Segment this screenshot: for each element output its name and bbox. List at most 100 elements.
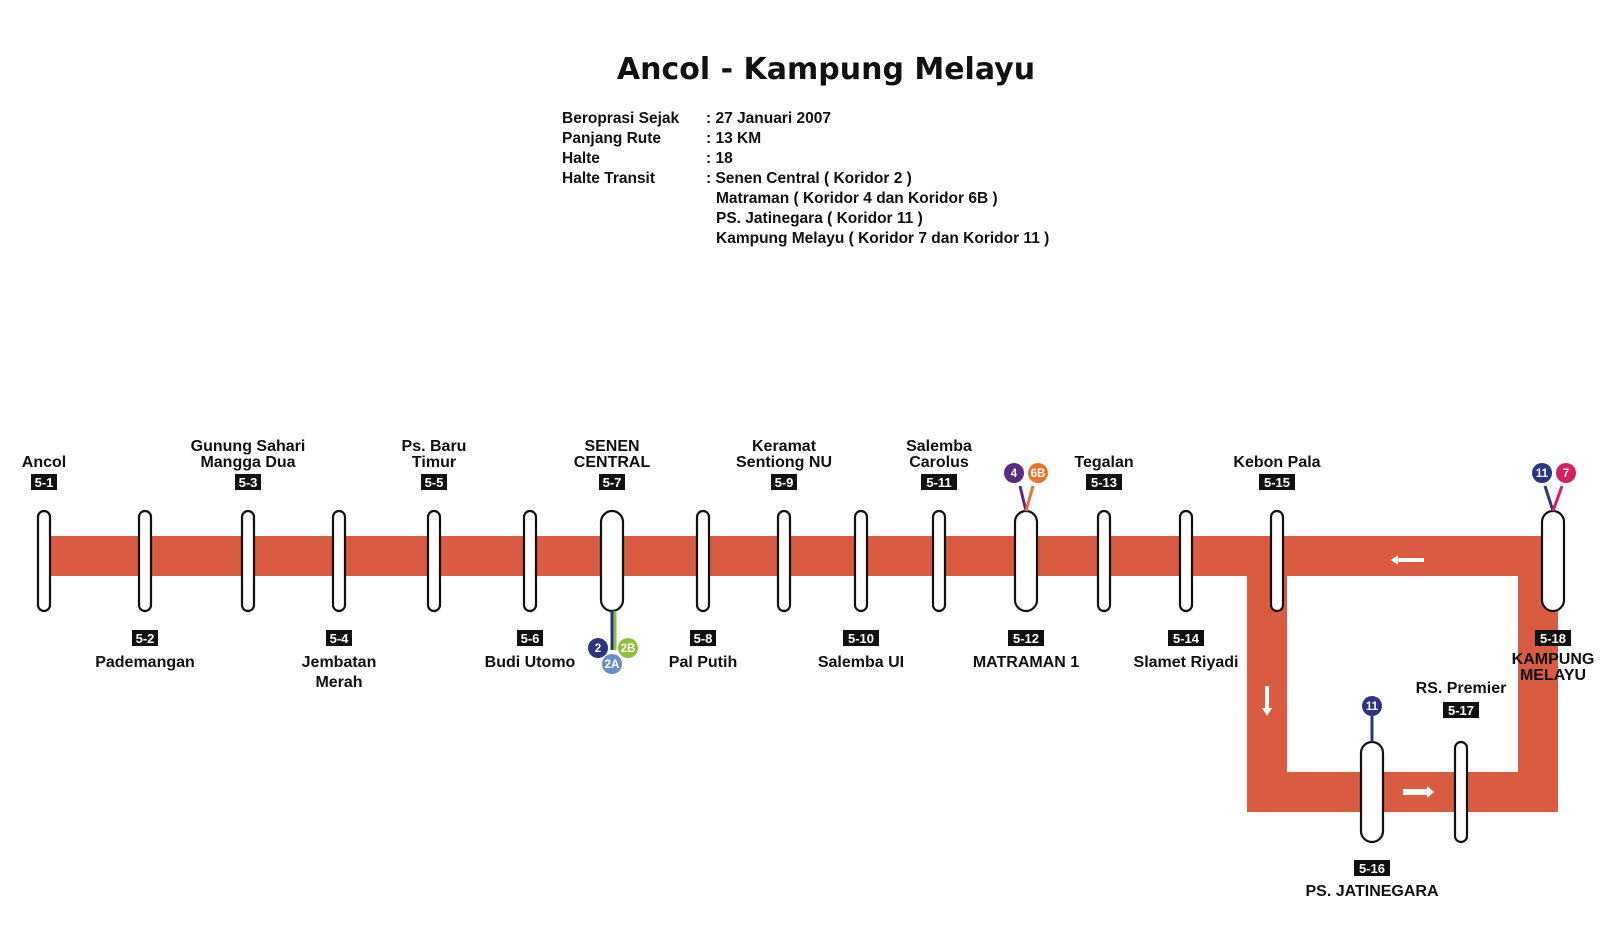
station-code: 5-6 [521,631,540,646]
route-bottom-loop-segment [1247,772,1558,812]
map-title: Ancol - Kampung Melayu [617,52,1035,87]
station-code: 5-15 [1264,475,1290,490]
station-code: 5-17 [1448,703,1474,718]
route-main-segment [44,536,1556,576]
station-marker[interactable] [240,509,256,613]
station-name: Pademangan [95,654,195,671]
transfer-badge-corridor-11: 11 [1532,463,1552,483]
station-marker[interactable] [1178,509,1194,613]
station-code-badge [517,630,543,646]
station-name: SENEN [584,438,639,455]
station-name: Slamet Riyadi [1134,654,1239,671]
station-code: 5-4 [330,631,350,646]
transfer-badge-corridor-7: 7 [1556,463,1576,483]
station-marker[interactable] [1269,509,1285,613]
station-marker[interactable] [1453,740,1469,844]
transfer-badge-corridor-4: 4 [1004,463,1024,483]
station-code-badge [326,630,352,646]
station-name: Ancol [22,454,66,471]
station-name: Keramat [752,438,817,455]
transfer-badge-corridor-2a: 2A [602,654,622,674]
direction-arrow-east [1403,786,1434,798]
station-name: KAMPUNG [1512,651,1595,668]
station-code-badge [1259,474,1295,490]
station-name: Sentiong NU [736,454,832,471]
station-code-badge [1535,630,1571,646]
station-marker[interactable] [522,509,538,613]
transfer-badge-corridor-6b: 6B [1028,463,1048,483]
station-name: Mangga Dua [200,454,295,471]
svg-text:11: 11 [1536,468,1549,480]
station-marker[interactable] [931,509,947,613]
svg-text:2B: 2B [621,643,636,655]
station-code-badge [1008,630,1044,646]
info-label-operating-since: Beroprasi Sejak [562,110,680,127]
station-code-badge [599,474,625,490]
station-marker[interactable] [331,509,347,613]
station-name: Timur [412,454,456,471]
svg-text:6B: 6B [1031,468,1046,480]
info-label-stops: Halte [562,150,600,167]
station-code-badge [1443,702,1479,718]
info-value-transit-1: : Senen Central ( Koridor 2 ) [706,170,912,187]
transfer-badge-corridor-2b: 2B [618,638,638,658]
station-code-badge [771,474,797,490]
transfer-badge-corridor-11: 11 [1362,696,1382,716]
station-code-badge [132,630,158,646]
station-marker[interactable] [1013,509,1039,613]
transfer-badge-corridor-2: 2 [588,638,608,658]
station-marker[interactable] [137,509,153,613]
station-code: 5-8 [694,631,713,646]
station-code-badge [843,630,879,646]
station-marker[interactable] [695,509,711,613]
station-marker[interactable] [36,509,52,613]
direction-arrow-west [1391,555,1424,565]
station-marker[interactable] [1359,740,1385,844]
station-marker[interactable] [426,509,442,613]
station-marker[interactable] [1540,509,1566,613]
station-code: 5-10 [848,631,874,646]
station-name: Tegalan [1074,454,1133,471]
info-label-transit: Halte Transit [562,170,655,187]
station-code: 5-7 [603,475,622,490]
station-code: 5-3 [239,475,258,490]
station-marker[interactable] [776,509,792,613]
transfer-connector [1543,485,1555,512]
station-marker[interactable] [1096,509,1112,613]
info-value-transit-4: Kampung Melayu ( Koridor 7 dan Koridor 1… [716,230,1049,247]
station-marker[interactable] [853,509,869,613]
station-marker[interactable] [599,509,625,613]
station-code: 5-9 [775,475,794,490]
station-code: 5-2 [136,631,155,646]
station-code-badge [690,630,716,646]
station-name: Salemba UI [818,654,904,671]
station-code-badge [235,474,261,490]
route-line [44,536,1558,812]
station-name: Merah [315,674,362,691]
station-name: PS. JATINEGARA [1305,883,1439,900]
station-name: Gunung Sahari [191,438,306,455]
svg-text:7: 7 [1563,468,1569,480]
station-name: MATRAMAN 1 [973,654,1079,671]
station-name: Budi Utomo [485,654,576,671]
transfer-connector [1024,485,1035,512]
